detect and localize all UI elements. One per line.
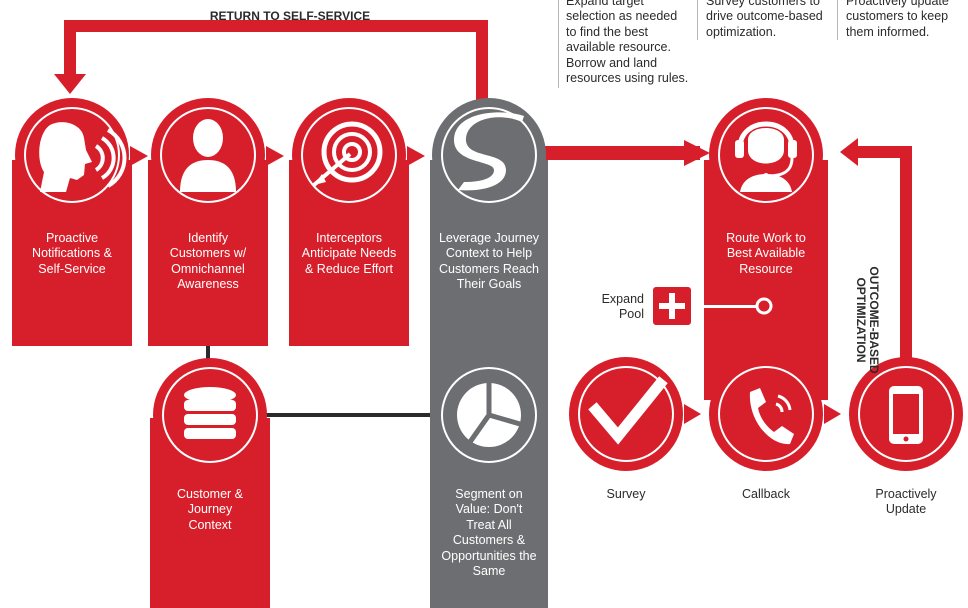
winding-path-icon bbox=[454, 112, 524, 191]
outcome-arrows bbox=[684, 404, 841, 424]
step-route-label: Route Work to Best Available Resource bbox=[726, 231, 806, 276]
customer-journey-context-label: Customer & Journey Context bbox=[177, 487, 243, 532]
step-identify-label: Identify Customers w/ Omnichannel Awaren… bbox=[169, 231, 247, 292]
expand-pool-connector bbox=[700, 297, 773, 315]
database-icon bbox=[184, 387, 236, 439]
outcome-optimization-arrow bbox=[840, 138, 912, 370]
node-callback bbox=[709, 357, 823, 471]
smartphone-icon bbox=[889, 386, 923, 444]
step-arrows bbox=[130, 146, 425, 166]
note-proactive-update: Proactively update customers to keep the… bbox=[846, 0, 949, 39]
step-journey-label: Leverage Journey Context to Help Custome… bbox=[438, 231, 540, 292]
note-survey: Survey customers to drive outcome-based … bbox=[706, 0, 823, 39]
segment-label: Segment on Value: Don't Treat All Custom… bbox=[441, 487, 537, 579]
survey-label: Survey bbox=[606, 487, 646, 501]
note-divider-1 bbox=[558, 0, 559, 88]
checkmark-icon bbox=[588, 376, 668, 445]
return-to-self-service-arrow bbox=[54, 20, 488, 108]
return-to-self-service-header: RETURN TO SELF-SERVICE bbox=[209, 9, 371, 23]
callback-label: Callback bbox=[742, 487, 790, 501]
plus-icon[interactable] bbox=[651, 285, 693, 327]
note-divider-3 bbox=[837, 0, 838, 40]
speaking-head-icon bbox=[39, 122, 127, 192]
outcome-based-optimization-header: OUTCOME-BASED OPTIMIZATION bbox=[854, 266, 881, 374]
context-to-segment-connector bbox=[262, 406, 447, 424]
phone-ringing-icon bbox=[749, 388, 794, 445]
pie-chart-icon bbox=[457, 382, 521, 447]
expand-pool-label: Expand Pool bbox=[601, 292, 644, 322]
step-interceptors-label: Interceptors Anticipate Needs & Reduce E… bbox=[301, 231, 397, 276]
step-proactive-label: Proactive Notifications & Self-Service bbox=[32, 231, 112, 276]
update-label: Proactively Update bbox=[875, 487, 937, 517]
target-arrow-icon bbox=[312, 121, 383, 187]
note-expand-target: Expand target selection as needed to fin… bbox=[566, 0, 689, 86]
node-survey bbox=[569, 357, 683, 471]
note-divider-2 bbox=[697, 0, 698, 40]
headset-agent-icon bbox=[735, 121, 797, 192]
person-silhouette-icon bbox=[180, 119, 236, 192]
